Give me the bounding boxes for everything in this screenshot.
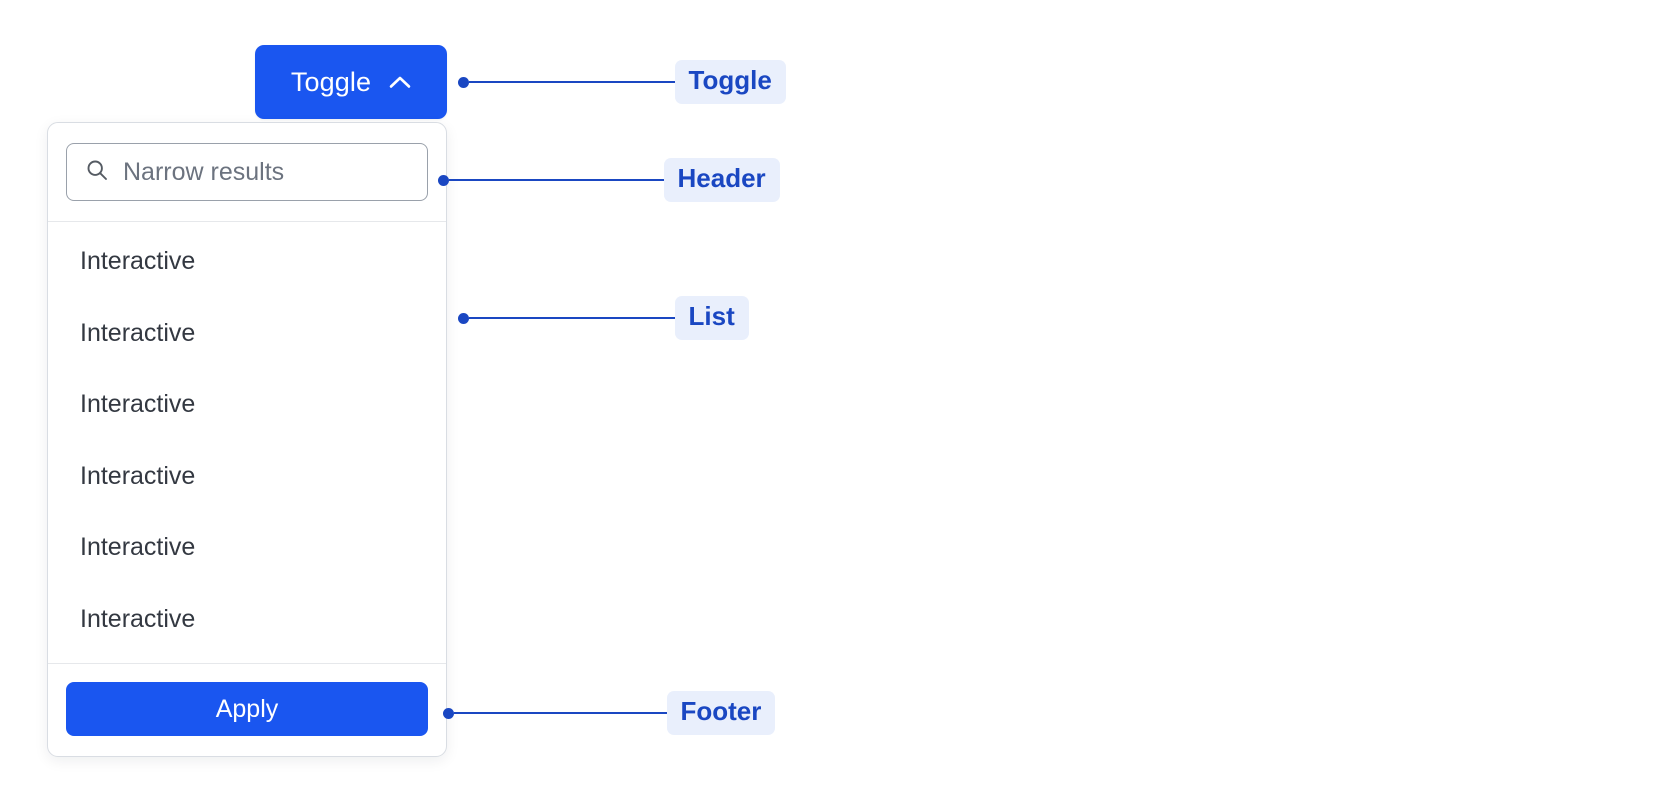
footer-divider [48, 663, 446, 664]
list-item[interactable]: Interactive [48, 298, 446, 370]
annotation-line [448, 178, 664, 182]
annotation-line [468, 316, 675, 320]
list-item-label: Interactive [80, 461, 196, 490]
annotation-line [453, 711, 667, 715]
annotation-label: Footer [666, 691, 776, 735]
option-list: Interactive Interactive Interactive Inte… [48, 222, 446, 663]
panel-header [48, 123, 446, 221]
search-icon [85, 158, 123, 187]
annotation-label: Toggle [674, 60, 786, 104]
annotation-dot [437, 174, 449, 186]
list-item[interactable]: Interactive [48, 512, 446, 584]
toggle-button[interactable]: Toggle [255, 45, 447, 119]
annotation-dot [457, 76, 469, 88]
list-item[interactable]: Interactive [48, 584, 446, 656]
search-input[interactable] [123, 144, 427, 200]
apply-button[interactable]: Apply [66, 682, 428, 736]
toggle-button-label: Toggle [290, 66, 372, 97]
annotation-label: Header [663, 158, 780, 202]
list-item[interactable]: Interactive [48, 226, 446, 298]
dropdown-panel: Interactive Interactive Interactive Inte… [47, 122, 447, 757]
list-item-label: Interactive [80, 390, 196, 419]
list-item-label: Interactive [80, 533, 196, 562]
header-divider [48, 221, 446, 222]
chevron-up-icon [389, 75, 411, 89]
annotation-label: List [674, 296, 749, 340]
annotation-dot [457, 312, 469, 324]
list-item-label: Interactive [80, 318, 196, 347]
list-item[interactable]: Interactive [48, 441, 446, 513]
list-item[interactable]: Interactive [48, 369, 446, 441]
list-item-label: Interactive [80, 247, 196, 276]
panel-footer: Apply [48, 664, 446, 756]
search-box[interactable] [66, 143, 428, 201]
list-item-label: Interactive [80, 604, 196, 633]
annotation-dot [442, 707, 454, 719]
annotation-line [468, 80, 675, 84]
